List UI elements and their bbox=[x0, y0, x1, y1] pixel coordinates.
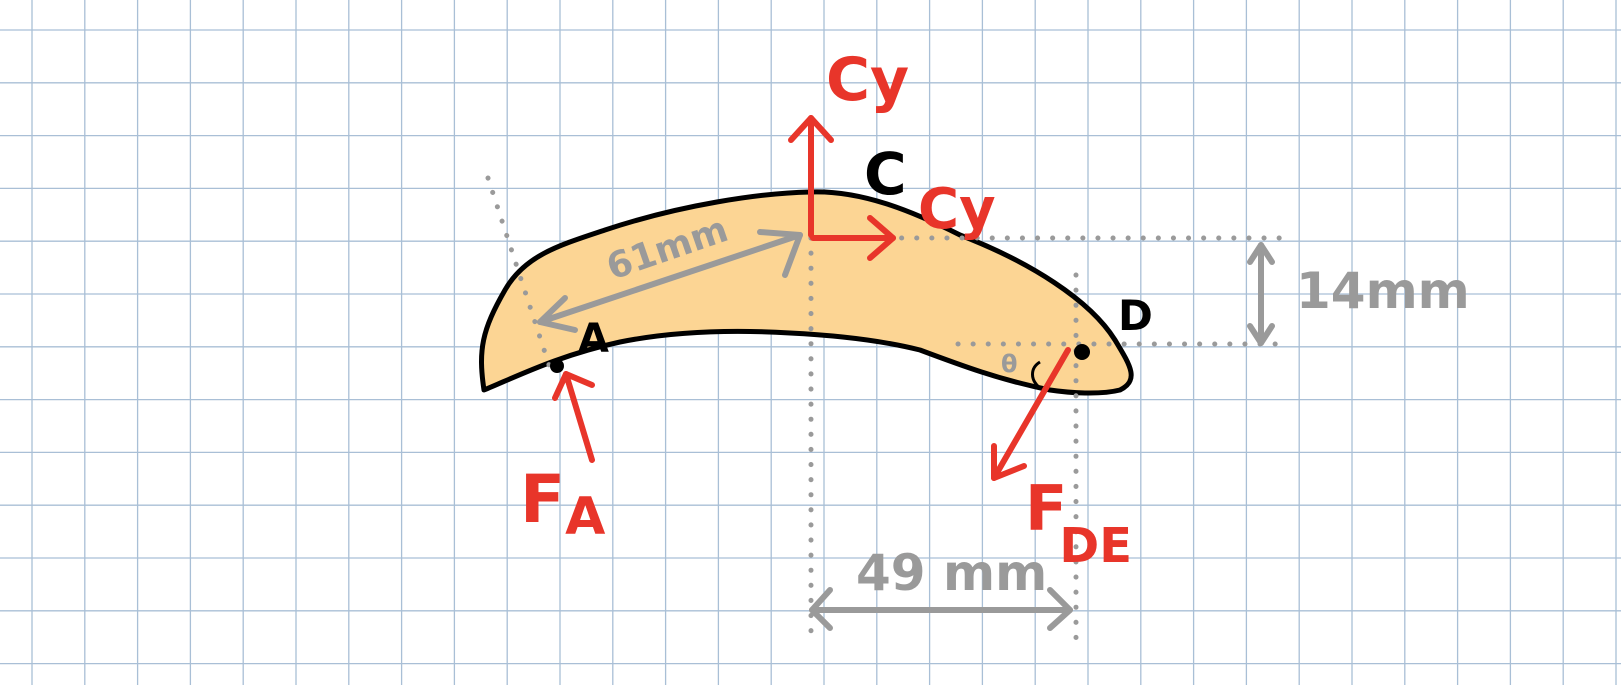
force-fa-head bbox=[552, 371, 595, 401]
dimension-14mm-label: 14mm bbox=[1296, 262, 1470, 320]
dimension-61mm-line bbox=[537, 232, 803, 325]
force-cy-top-label: Cy bbox=[826, 45, 909, 115]
dotted-reference-lines bbox=[485, 175, 1293, 643]
force-fde-sub: DE bbox=[1059, 518, 1132, 574]
force-fa-label: FA bbox=[520, 461, 605, 547]
dimension-61mm bbox=[537, 229, 803, 333]
force-cy-vertical-head bbox=[788, 115, 834, 143]
dimension-61mm-arrow-left bbox=[537, 295, 578, 333]
force-fa-main: F bbox=[520, 461, 565, 538]
dimension-14mm bbox=[1247, 242, 1275, 346]
point-d-label: D bbox=[1118, 291, 1153, 340]
force-cx-horizontal-head bbox=[867, 215, 896, 261]
force-fde-shaft bbox=[991, 347, 1071, 481]
force-fde-head bbox=[991, 443, 1027, 481]
point-c-label: C bbox=[864, 140, 907, 208]
force-fa-shaft bbox=[563, 371, 595, 463]
point-a-marker bbox=[550, 359, 564, 373]
dimension-49mm-label: 49 mm bbox=[856, 544, 1047, 602]
force-fa-sub: A bbox=[565, 487, 605, 547]
point-a-label: A bbox=[578, 316, 609, 362]
forces bbox=[552, 115, 1071, 481]
curved-body bbox=[479, 189, 1134, 396]
force-cy-right-label: Cy bbox=[918, 177, 996, 242]
dimension-49mm-arrow-left bbox=[809, 587, 833, 631]
angle-label: θ bbox=[1001, 350, 1018, 378]
dimension-14mm-arrow-bottom bbox=[1247, 323, 1275, 346]
dimension-14mm-arrow-top bbox=[1247, 242, 1275, 265]
point-d-marker bbox=[1074, 344, 1090, 360]
angle-arc bbox=[1031, 360, 1042, 390]
dimension-49mm bbox=[809, 587, 1073, 631]
dotted-line-a-perpendicular bbox=[485, 175, 553, 371]
force-fde-main: F bbox=[1025, 472, 1067, 545]
dimension-61mm-arrow-right bbox=[757, 229, 803, 278]
dimension-49mm-arrow-right bbox=[1047, 587, 1073, 631]
